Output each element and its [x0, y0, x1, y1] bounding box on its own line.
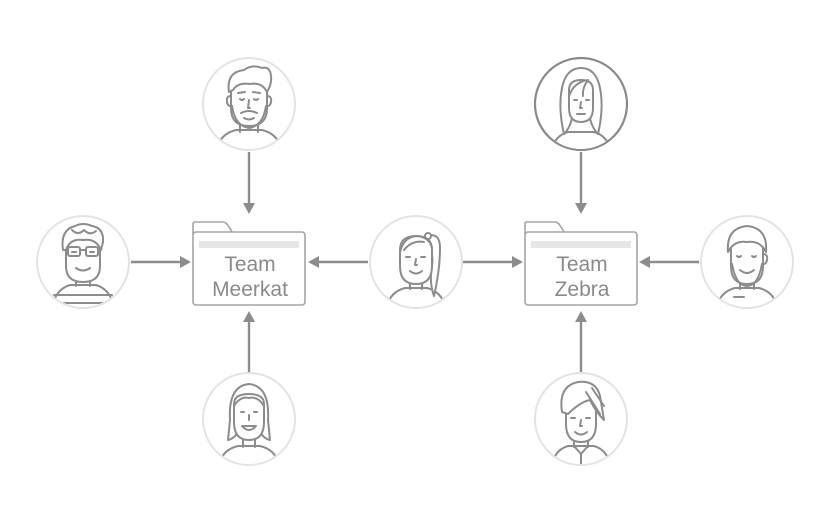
- folder-strip: [199, 241, 299, 248]
- folder-icon: [524, 231, 638, 306]
- team-folder-meerkat[interactable]: Team Meerkat: [192, 221, 306, 306]
- avatar-man-with-fringe[interactable]: [534, 372, 628, 468]
- arrow-girl-with-ponytail-to-meerkat: [308, 256, 368, 268]
- girl-with-ponytail-icon: [385, 232, 447, 307]
- team-name-line2: Zebra: [555, 278, 610, 301]
- arrow-man-with-beard-to-zebra: [639, 256, 699, 268]
- avatar-man-with-glasses[interactable]: [36, 215, 130, 310]
- avatar-woman-long-hair[interactable]: [533, 56, 629, 152]
- avatar-woman-smiling[interactable]: [202, 372, 296, 468]
- folder-icon: [192, 231, 306, 306]
- avatar-bearded-man[interactable]: [202, 57, 296, 152]
- team-name-line2: Meerkat: [212, 278, 288, 301]
- folder-tab: [192, 221, 235, 235]
- team-folder-zebra[interactable]: Team Zebra: [524, 221, 638, 306]
- arrow-woman-long-hair-to-zebra: [575, 152, 587, 214]
- team-name-line1: Team: [556, 253, 607, 276]
- avatar-girl-with-ponytail[interactable]: [369, 215, 463, 310]
- arrow-man-with-glasses-to-meerkat: [131, 256, 191, 268]
- man-with-glasses-icon: [51, 223, 115, 307]
- arrow-woman-smiling-to-meerkat: [243, 311, 255, 372]
- arrow-bearded-man-to-meerkat: [243, 152, 255, 214]
- arrows: [131, 152, 699, 372]
- folder-strip: [531, 241, 631, 248]
- woman-smiling-icon: [217, 383, 281, 464]
- bearded-man-icon: [215, 65, 283, 149]
- team-name-line1: Team: [224, 253, 275, 276]
- arrow-girl-with-ponytail-to-zebra: [463, 256, 523, 268]
- arrow-man-with-fringe-to-zebra: [575, 311, 587, 372]
- folder-tab: [524, 221, 567, 235]
- avatar-man-with-beard[interactable]: [700, 215, 794, 310]
